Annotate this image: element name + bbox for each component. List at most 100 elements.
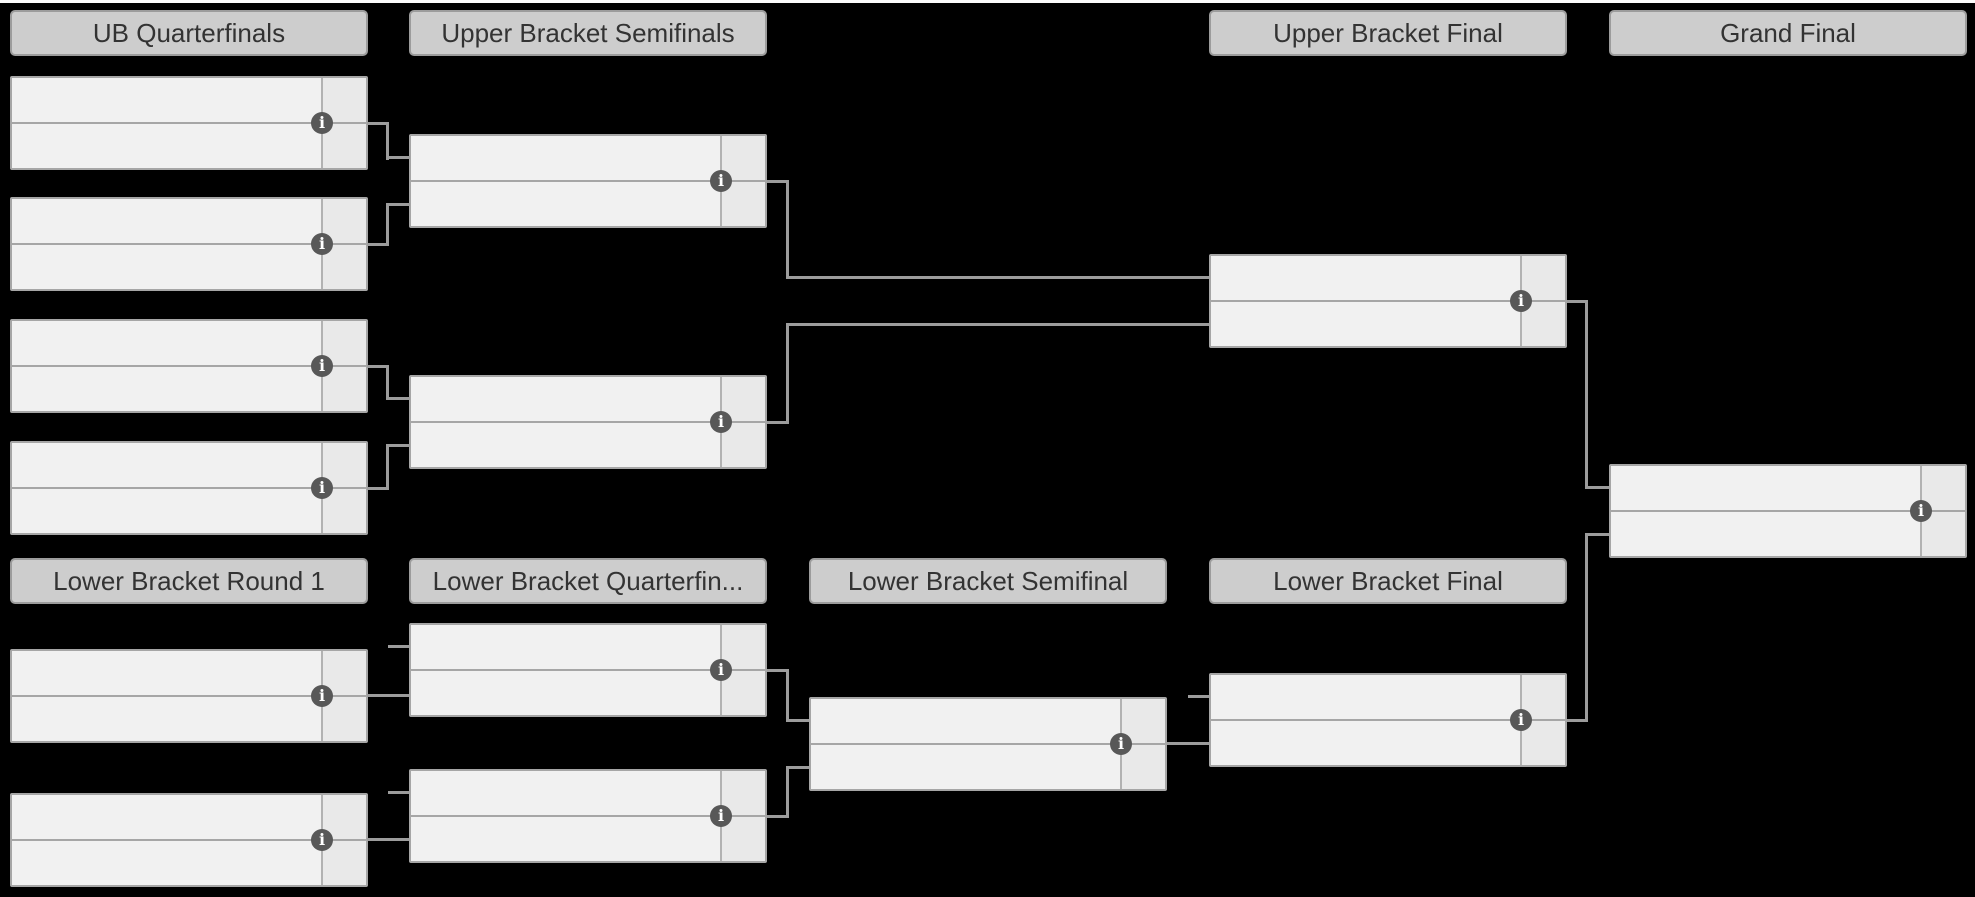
match-slot-bottom [12,697,366,741]
info-icon[interactable]: i [1510,709,1532,731]
info-icon[interactable]: i [1910,500,1932,522]
info-icon[interactable]: i [710,411,732,433]
slot-divider [411,421,765,423]
connector-segment [786,766,809,769]
connector-segment [386,397,410,400]
round-header-lb-quarterfinals: Lower Bracket Quarterfin... [409,558,767,604]
info-icon[interactable]: i [311,112,333,134]
connector-segment [767,180,789,183]
match-slot-bottom [411,671,765,715]
connector-segment [786,766,789,818]
connector-segment [786,276,1209,279]
match-slot-bottom [811,745,1165,789]
connector-segment [367,487,389,490]
connector-segment [367,838,409,841]
slot-divider [411,815,765,817]
connector-segment [1167,742,1209,745]
connector-segment [386,203,410,206]
match-slot-bottom [1211,302,1565,346]
match-ub-qf-2: i [10,197,368,291]
connector-segment [367,694,409,697]
slot-divider [411,669,765,671]
round-header-lb-final: Lower Bracket Final [1209,558,1567,604]
match-ub-qf-3: i [10,319,368,413]
round-header-lb-round1: Lower Bracket Round 1 [10,558,368,604]
match-ub-qf-1: i [10,76,368,170]
match-slot-bottom [12,367,366,411]
connector-segment [1585,533,1588,722]
round-header-grand-final: Grand Final [1609,10,1967,56]
info-icon[interactable]: i [710,170,732,192]
connector-segment [1585,533,1609,536]
info-icon[interactable]: i [311,829,333,851]
info-icon[interactable]: i [710,805,732,827]
round-header-ub-final: Upper Bracket Final [1209,10,1567,56]
connector-segment [767,669,789,672]
match-ub-sf-2: i [409,375,767,469]
slot-divider [12,487,366,489]
match-slot-bottom [12,489,366,533]
connector-segment [386,203,389,246]
connector-segment [367,122,389,125]
connector-segment [767,815,789,818]
connector-segment [786,323,1209,326]
info-icon[interactable]: i [1510,290,1532,312]
match-slot-bottom [1611,512,1965,556]
info-icon[interactable]: i [311,233,333,255]
connector-segment [386,122,389,160]
match-slot-bottom [1211,721,1565,765]
match-slot-bottom [12,124,366,168]
connector-segment [786,719,809,722]
connector-segment [786,180,789,279]
match-lb-r1-1: i [10,649,368,743]
slot-divider [1211,719,1565,721]
connector-segment [367,243,389,246]
match-slot-bottom [12,841,366,885]
match-lb-final: i [1209,673,1567,767]
connector-segment [786,669,789,722]
connector-segment [1585,300,1588,489]
round-header-ub-semifinals: Upper Bracket Semifinals [409,10,767,56]
info-icon[interactable]: i [710,659,732,681]
connector-segment [386,444,389,490]
slot-divider [12,365,366,367]
slot-divider [12,695,366,697]
connector-stub [388,791,409,794]
slot-divider [12,122,366,124]
slot-divider [411,180,765,182]
connector-stub [1188,695,1209,698]
slot-divider [1211,300,1565,302]
info-icon[interactable]: i [311,477,333,499]
match-grand-final: i [1609,464,1967,558]
match-ub-final: i [1209,254,1567,348]
slot-divider [12,839,366,841]
match-slot-bottom [12,245,366,289]
match-lb-r1-2: i [10,793,368,887]
connector-segment [386,365,389,400]
slot-divider [12,243,366,245]
connector-segment [1585,486,1609,489]
slot-divider [811,743,1165,745]
match-slot-bottom [411,182,765,226]
connector-segment [386,444,410,447]
info-icon[interactable]: i [311,355,333,377]
slot-divider [1611,510,1965,512]
connector-segment [1567,719,1588,722]
connector-segment [367,365,389,368]
connector-segment [767,421,789,424]
match-slot-bottom [411,817,765,861]
match-lb-qf-2: i [409,769,767,863]
round-header-ub-quarterfinals: UB Quarterfinals [10,10,368,56]
page-top-strip [0,0,1975,3]
match-ub-qf-4: i [10,441,368,535]
connector-stub [388,645,409,648]
info-icon[interactable]: i [1110,733,1132,755]
match-slot-bottom [411,423,765,467]
match-lb-sf: i [809,697,1167,791]
connector-segment [786,323,789,424]
connector-segment [1567,300,1588,303]
match-lb-qf-1: i [409,623,767,717]
info-icon[interactable]: i [311,685,333,707]
round-header-lb-semifinal: Lower Bracket Semifinal [809,558,1167,604]
